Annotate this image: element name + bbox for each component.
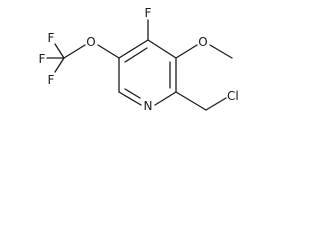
bond-c2-ch2 <box>175 91 207 111</box>
bond-n-c6-outer <box>118 91 142 106</box>
bond-o-ch3 <box>209 44 233 59</box>
cf3-fluorine-left-label: F <box>39 52 46 66</box>
ring-nitrogen-label: N <box>144 99 153 113</box>
trifluoromethoxy-oxygen-label: O <box>86 35 95 49</box>
bond-n-c6-inner <box>124 88 141 99</box>
bond-c5-c4-inner <box>124 47 148 63</box>
bond-cf3-f-top <box>54 43 65 59</box>
cf3-fluorine-top-label: F <box>48 31 55 45</box>
bond-c3-o <box>175 44 198 59</box>
methoxy-oxygen-label: O <box>198 35 207 49</box>
bond-c2-n <box>154 91 177 106</box>
bond-cf3-f-bottom <box>54 57 65 73</box>
bond-ch2-cl <box>205 97 227 111</box>
chloro-label: Cl <box>227 89 239 103</box>
bond-c5-c4-outer <box>118 39 149 59</box>
cf3-fluorine-bottom-label: F <box>48 73 55 87</box>
substituent-bonds <box>46 19 233 111</box>
chemical-structure: N F O O Cl F F F <box>39 6 239 113</box>
bond-o-cf3 <box>63 44 86 59</box>
bond-c4-c3 <box>147 39 177 59</box>
fluoro-label: F <box>145 6 152 20</box>
atom-labels: N F O O Cl F F F <box>39 6 239 113</box>
ring-bonds <box>118 39 177 106</box>
bond-c5-o <box>97 44 120 59</box>
